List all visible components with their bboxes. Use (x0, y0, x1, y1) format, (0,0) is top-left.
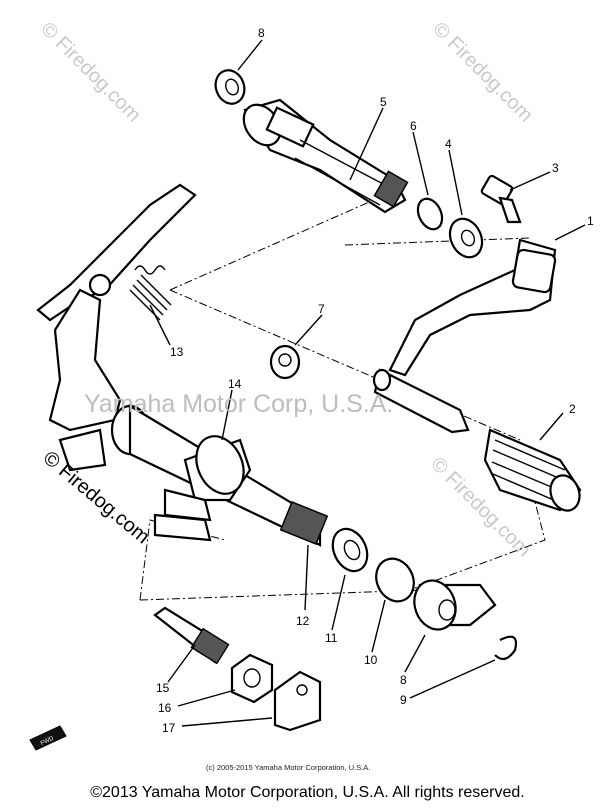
callout-17: 17 (162, 721, 176, 735)
callout-10: 10 (364, 653, 378, 667)
callout-3: 3 (552, 161, 559, 175)
callout-11: 11 (325, 631, 338, 645)
callout-8-top: 8 (258, 26, 265, 40)
part-rod (153, 606, 230, 665)
watermark-overlay: Yamaha Motor Corp, U.S.A. (84, 390, 393, 418)
fwd-badge: FWD (29, 725, 67, 751)
callout-4: 4 (445, 137, 452, 151)
callout-6: 6 (410, 119, 417, 133)
callout-9: 9 (400, 693, 407, 707)
part-shift-pedal (372, 238, 557, 434)
callout-15: 15 (156, 681, 170, 695)
part-collar (269, 344, 301, 380)
part-washer-11 (331, 527, 369, 573)
callout-2: 2 (569, 402, 576, 416)
part-stopper-lever (36, 183, 197, 472)
part-spring (129, 265, 172, 321)
part-washer-top (214, 69, 246, 105)
part-upper-shaft (242, 98, 409, 214)
callout-labels: 8 5 6 4 3 1 13 7 14 2 12 11 10 8 9 15 16… (156, 26, 594, 735)
callout-16: 16 (158, 701, 172, 715)
callout-13: 13 (170, 345, 184, 359)
part-adjuster-plate (273, 670, 322, 732)
callout-7: 7 (318, 302, 325, 316)
copyright-bottom: ©2013 Yamaha Motor Corporation, U.S.A. A… (90, 784, 525, 801)
callout-8-lower: 8 (400, 673, 407, 687)
part-pedal-rubber (483, 428, 582, 512)
axis-line-pedal (344, 237, 531, 246)
copyright-small: (c) 2005-2015 Yamaha Motor Corporation, … (206, 763, 370, 772)
part-bolt (480, 174, 522, 224)
callout-5: 5 (380, 95, 387, 109)
part-shift-shaft (110, 404, 329, 547)
axis-line-shaft-upper (169, 194, 386, 291)
callout-14: 14 (228, 377, 242, 391)
part-washer-6 (416, 197, 444, 231)
watermark-top-left: © Firedog.com (36, 18, 145, 127)
callout-1: 1 (587, 214, 594, 228)
part-washer-10 (375, 557, 415, 603)
leader-lines (149, 39, 586, 727)
part-lower-lever (413, 579, 497, 631)
callout-12: 12 (296, 614, 310, 628)
watermark-top-right: © Firedog.com (428, 18, 537, 127)
fwd-label: FWD (40, 736, 56, 747)
part-nut (230, 653, 274, 704)
part-circlip (494, 635, 518, 661)
part-oil-seal (448, 217, 484, 259)
